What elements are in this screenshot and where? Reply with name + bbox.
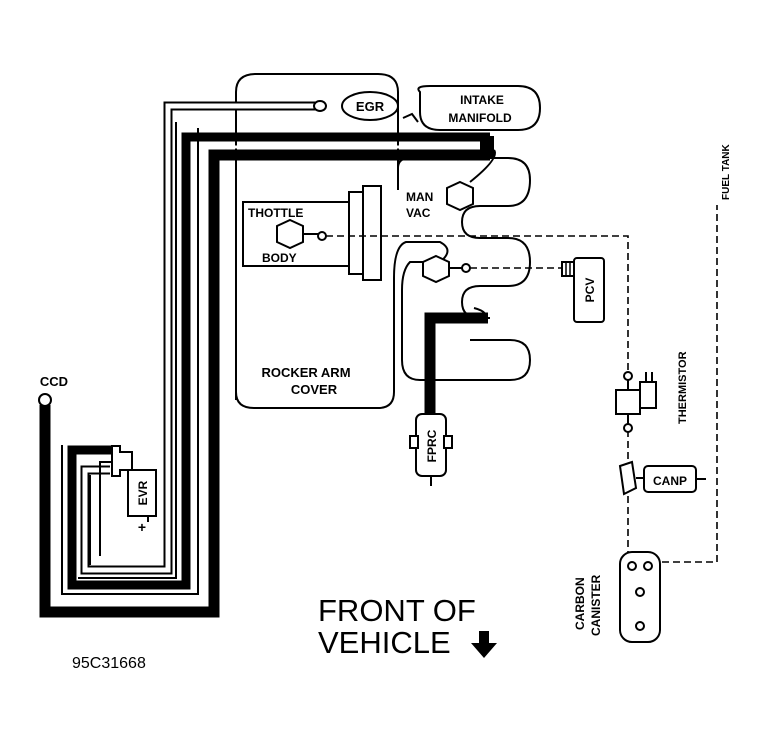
evr-plus-sign: + — [138, 519, 146, 535]
evr-vacuum-hose — [67, 132, 490, 590]
egr-valve: EGR — [341, 91, 399, 121]
intake-manifold-bubble — [417, 85, 542, 131]
figure-id: 95C31668 — [72, 655, 146, 672]
intake-manifold-label-2: MANIFOLD — [448, 111, 512, 125]
rocker-arm-cover-label-1: ROCKER ARM — [261, 365, 350, 380]
man-vac-port — [446, 180, 474, 212]
carbon-canister-label-2: CANISTER — [589, 574, 603, 636]
man-vac-label-1: MAN — [406, 190, 433, 204]
ccd-hose — [39, 149, 490, 618]
ccd-port: CCD — [38, 374, 68, 407]
front-of-vehicle-label-2: VEHICLE — [318, 625, 451, 660]
canp-label: CANP — [653, 474, 687, 488]
egr-connection — [313, 100, 419, 123]
manifold-vacuum-tap — [469, 136, 496, 183]
man-vac-label-2: VAC — [406, 206, 431, 220]
egr-label: EGR — [356, 99, 385, 114]
canp-solenoid: CANP — [618, 460, 706, 496]
thermistor-label: THERMISTOR — [677, 351, 689, 424]
intake-runner-outline — [397, 157, 532, 319]
pcv-intake-port — [422, 254, 450, 284]
throttle-body-label-2: BODY — [262, 251, 297, 265]
evr-solenoid: EVR + — [111, 445, 157, 535]
dashed-vacuum-lines — [326, 205, 718, 563]
throttle-body-label-1: THOTTLE — [248, 206, 303, 220]
intake-manifold-label-1: INTAKE — [460, 93, 504, 107]
evr-label: EVR — [136, 480, 150, 505]
pcv-label: PCV — [583, 278, 597, 303]
engine-outline — [235, 73, 542, 409]
fprc-label: FPRC — [425, 429, 439, 462]
rocker-arm-cover-label-2: COVER — [291, 382, 338, 397]
throttle-body-port — [276, 218, 304, 250]
carbon-canister-label-1: CARBON — [573, 577, 587, 630]
down-arrow-icon — [471, 631, 497, 658]
hose-bundle — [39, 101, 490, 618]
carbon-canister: CARBON CANISTER — [573, 551, 661, 643]
pcv-valve: PCV — [561, 257, 605, 323]
ccd-label: CCD — [40, 374, 68, 389]
thermistor: THERMISTOR — [615, 351, 689, 433]
front-of-vehicle-label-1: FRONT OF — [318, 593, 476, 628]
egr-hose — [80, 101, 325, 575]
fuel-tank-label: FUEL TANK — [721, 143, 732, 200]
rocker-arm-cover — [235, 240, 395, 409]
fprc-solenoid: FPRC — [409, 307, 488, 486]
